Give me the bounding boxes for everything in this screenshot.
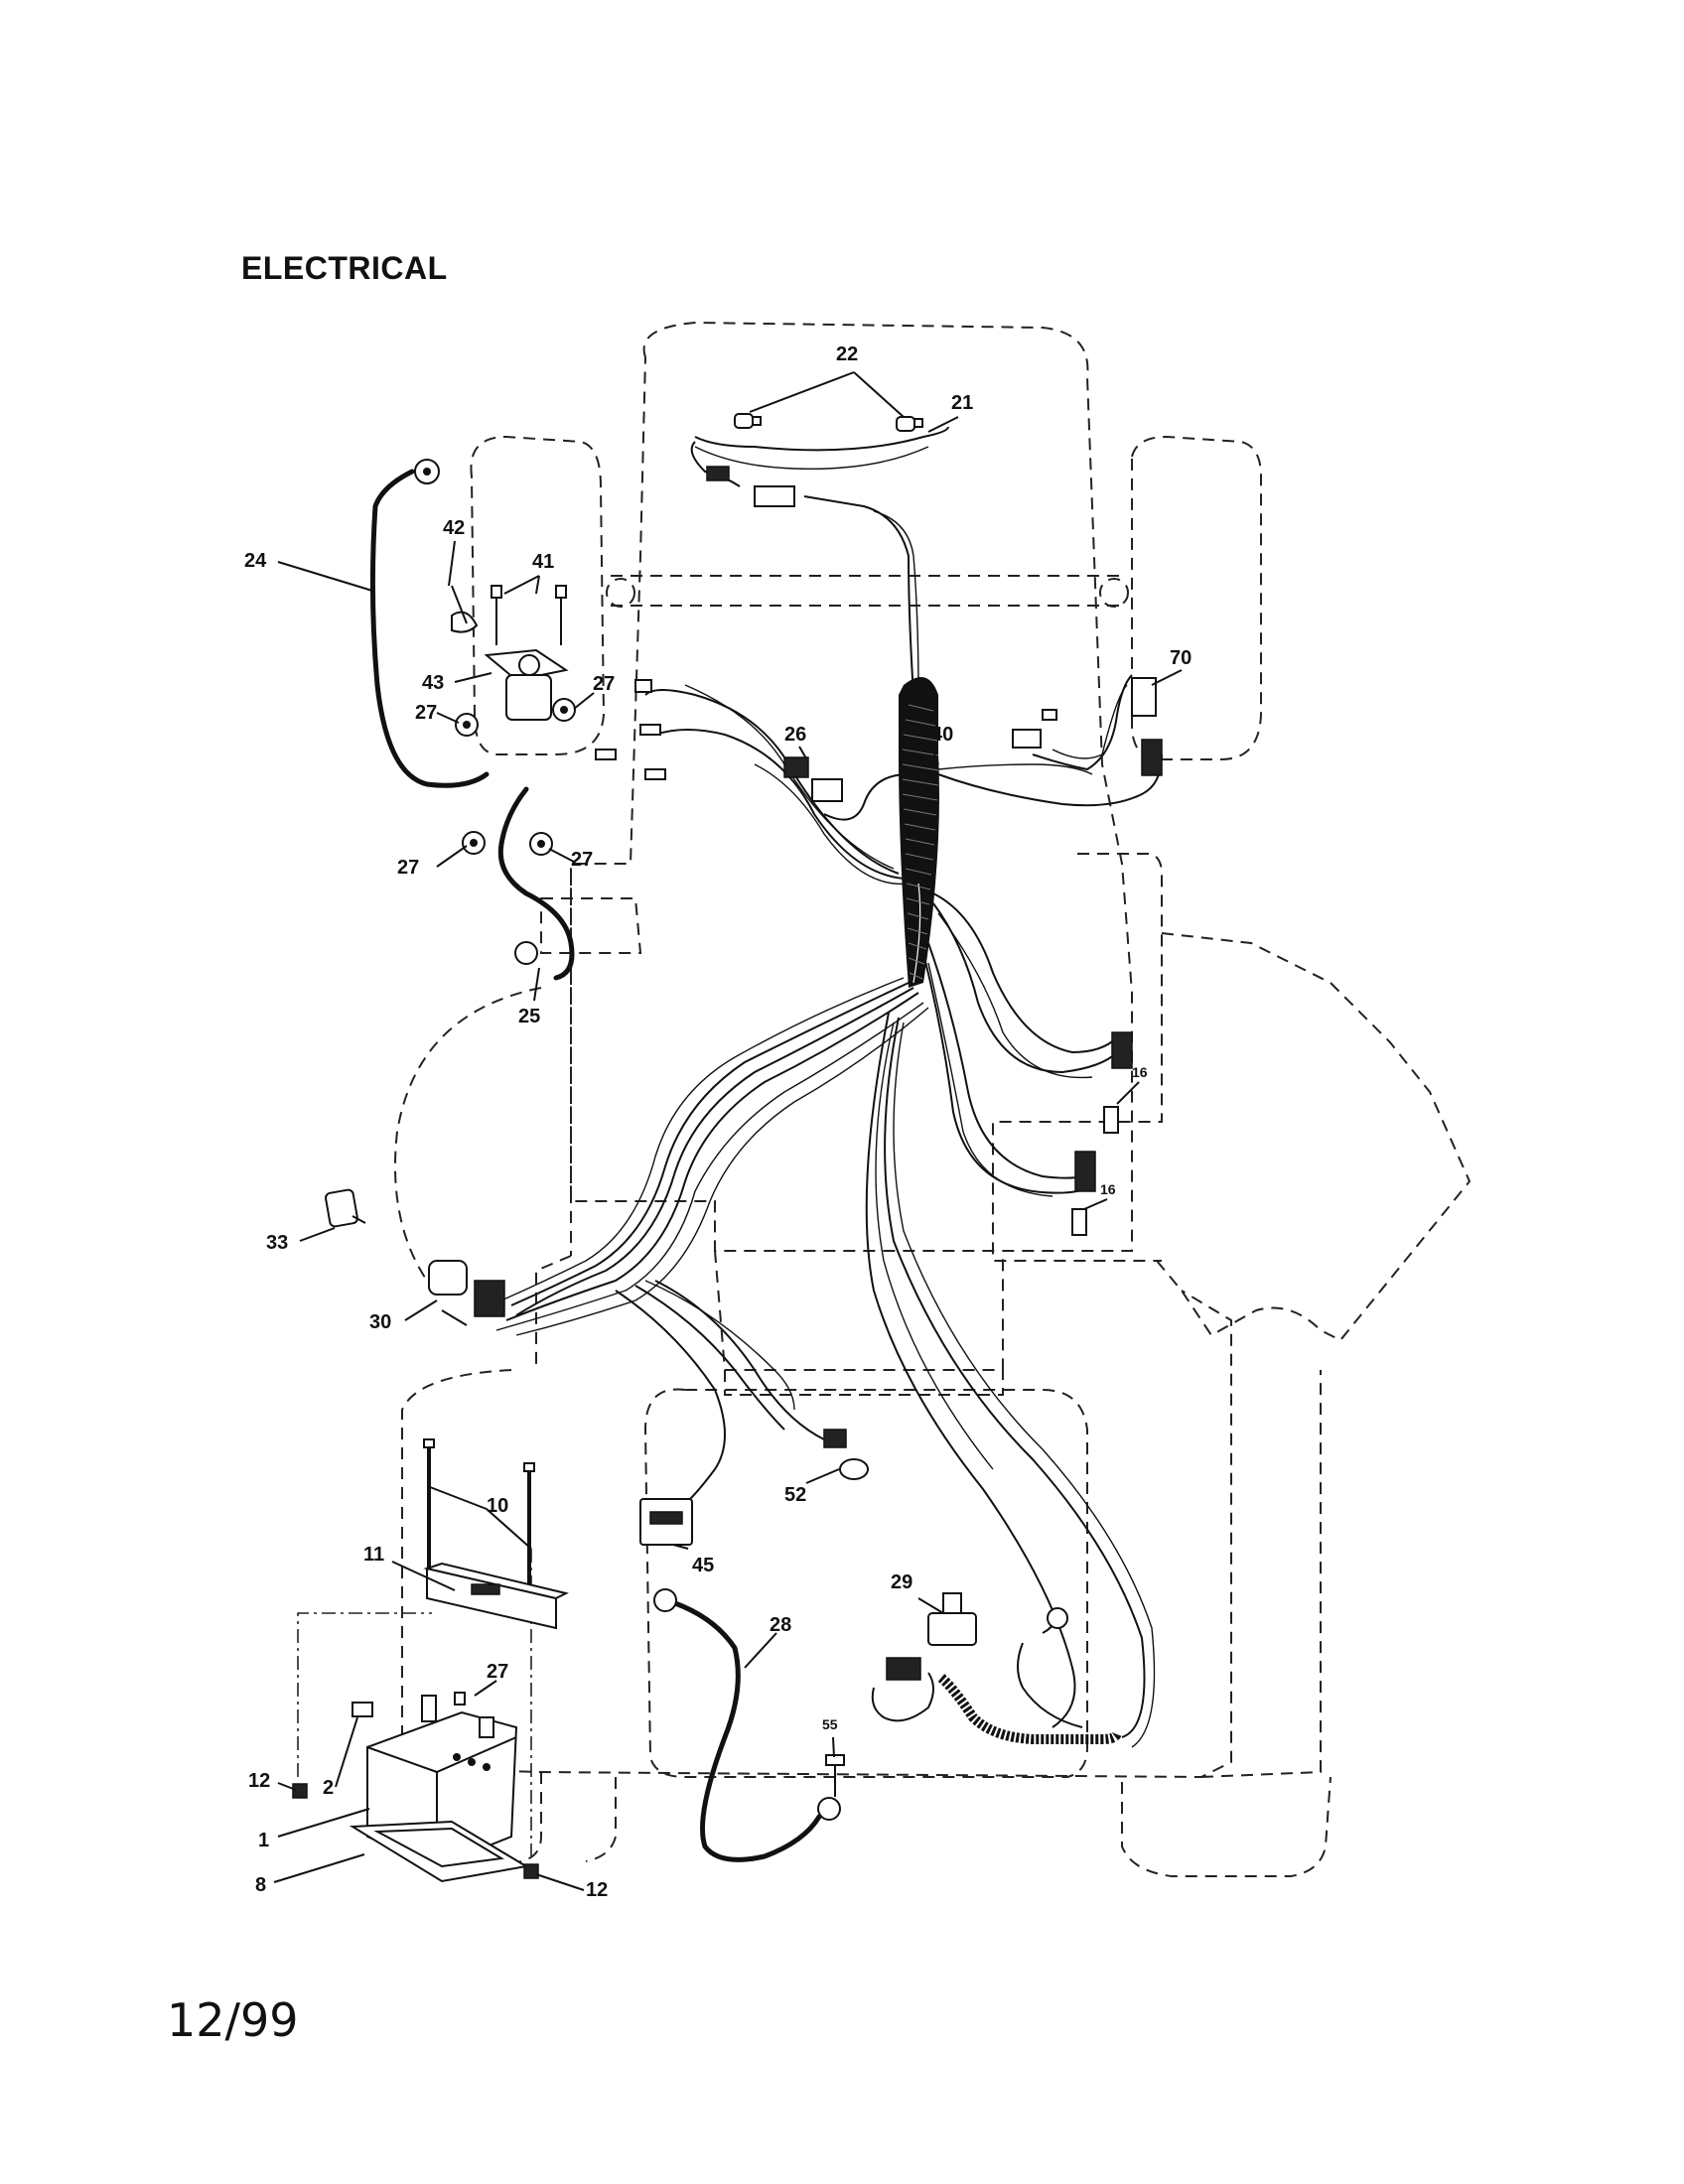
- callout-8: 8: [255, 1874, 266, 1896]
- nut-12-right: [523, 1863, 539, 1879]
- callout-70: 70: [1170, 647, 1192, 669]
- solenoid-wire-terminal-2: [639, 724, 661, 736]
- solenoid-wire-terminal: [595, 749, 617, 760]
- callout-labels: 22 21 24 42 41 43 27 27 27 27 25 26 40 7…: [244, 343, 1192, 1901]
- callout-24: 24: [244, 550, 267, 572]
- callout-40: 40: [931, 724, 953, 746]
- callout-16-b: 16: [1100, 1181, 1116, 1197]
- ignition-key: [325, 1188, 366, 1228]
- nut-12-left: [292, 1783, 308, 1799]
- solenoid-strap: [451, 585, 479, 633]
- page-date: 12/99: [167, 1993, 299, 2047]
- callout-22: 22: [836, 343, 858, 365]
- callout-11: 11: [363, 1544, 384, 1566]
- battery: [366, 1695, 518, 1868]
- harness-clip: [634, 679, 652, 693]
- callout-29: 29: [891, 1571, 912, 1593]
- callout-42: 42: [443, 517, 465, 539]
- callout-27-b: 27: [415, 702, 437, 724]
- callout-27-c: 27: [397, 857, 419, 879]
- chassis-outline: [297, 321, 1472, 1877]
- hour-meter: [639, 1498, 693, 1546]
- front-harness-connector: [754, 485, 795, 507]
- callout-55: 55: [822, 1716, 838, 1732]
- page-title: ELECTRICAL: [241, 250, 448, 286]
- switch-16-lower: [1071, 1151, 1096, 1236]
- callout-10: 10: [487, 1495, 508, 1517]
- callout-1: 1: [258, 1830, 269, 1851]
- callout-33: 33: [266, 1232, 288, 1254]
- starter-solenoid: [484, 585, 569, 721]
- battery-bolt: [351, 1702, 373, 1717]
- callout-27-a: 27: [593, 673, 615, 695]
- callout-27-d: 27: [571, 849, 593, 871]
- callout-43: 43: [422, 672, 444, 694]
- pto-switch: [886, 1592, 1068, 1681]
- callout-27-e: 27: [487, 1661, 508, 1683]
- callout-21: 21: [951, 392, 973, 414]
- callout-45: 45: [692, 1555, 714, 1576]
- headlight-connector: [706, 466, 730, 481]
- callout-41: 41: [532, 551, 554, 573]
- callout-52: 52: [784, 1484, 806, 1506]
- callout-25: 25: [518, 1006, 540, 1027]
- ignition-switch: [428, 1260, 505, 1326]
- harness-clip-2: [644, 768, 666, 780]
- connector-26: [783, 756, 843, 802]
- bolt-55: [825, 1754, 845, 1797]
- battery-cable-24: [369, 459, 490, 788]
- hex-nuts: [455, 698, 576, 856]
- callout-30: 30: [369, 1311, 391, 1333]
- hold-down-bracket: [423, 1562, 569, 1630]
- ground-cable-28: [653, 1588, 841, 1862]
- leader-lines: [273, 371, 1183, 1891]
- switch-70: [1012, 677, 1163, 776]
- battery-terminal-nut: [454, 1692, 466, 1706]
- wiring-harness: [495, 426, 1163, 1748]
- coiled-wire-wrap: [899, 677, 1122, 1744]
- callout-26: 26: [784, 724, 806, 746]
- callout-12-b: 12: [586, 1879, 608, 1901]
- callout-2: 2: [323, 1777, 334, 1799]
- part-52-connector: [823, 1429, 869, 1480]
- callout-12-a: 12: [248, 1770, 270, 1792]
- switch-16-upper: [1103, 1031, 1133, 1134]
- headlight-bulbs: [734, 413, 923, 432]
- callout-28: 28: [770, 1614, 791, 1636]
- battery-cable-25: [497, 786, 575, 981]
- callout-16-a: 16: [1132, 1064, 1148, 1080]
